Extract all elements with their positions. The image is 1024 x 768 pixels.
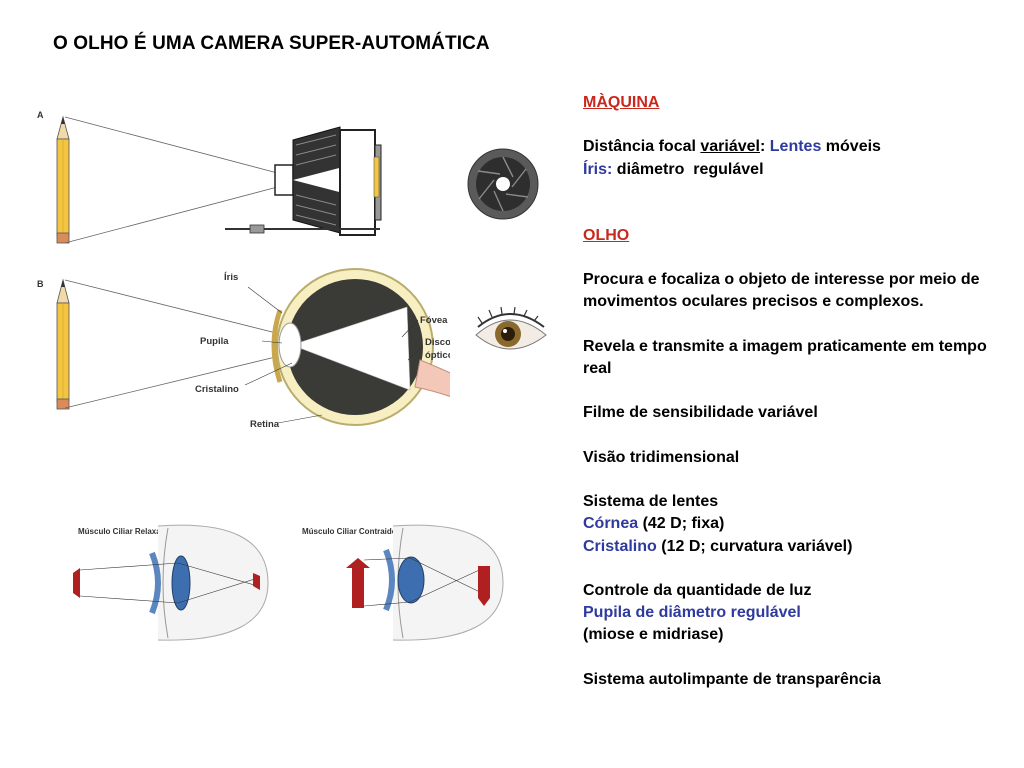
maquina-focal: Distância focal variável: Lentes móveis [583, 138, 881, 156]
camera-icon [225, 126, 382, 236]
maquina-heading: MÀQUINA [583, 94, 660, 111]
pupila-line: Pupila de diâmetro regulável [583, 604, 801, 622]
olho-p3: Filme de sensibilidade variável [583, 404, 818, 422]
aperture-icon [467, 148, 539, 220]
olho-p2: Revela e transmite a imagem praticamente… [583, 337, 987, 378]
olho-p1: Procura e focaliza o objeto de interesse… [583, 271, 980, 311]
label-a: A [37, 110, 44, 120]
miose-line: (miose e midriase) [583, 626, 724, 644]
olho-heading: OLHO [583, 226, 630, 244]
pencil-icon [56, 278, 70, 410]
label-b: B [37, 279, 44, 289]
camera-diagram: A [37, 110, 382, 244]
label-pupila: Pupila [200, 336, 229, 347]
pencil-icon [56, 115, 70, 244]
label-optico: óptico [425, 350, 450, 361]
label-disco: Disco [425, 337, 450, 348]
cristalino-line: Cristalino (12 D; curvatura variável) [583, 537, 853, 555]
label-iris: Íris [224, 272, 238, 283]
ciliary-contracted-diagram: Músculo Ciliar Contraido [302, 524, 504, 641]
olho-last: Sistema autolimpante de transparência [583, 670, 881, 688]
eye-icon [475, 306, 547, 350]
maquina-iris: Íris: diâmetro regulável [583, 160, 764, 178]
luz-title: Controle da quantidade de luz [583, 581, 812, 599]
cornea-line: Córnea (42 D; fixa) [583, 515, 725, 533]
eye-diagram: B Íris Pupila Cristalino Retina Fóvea Di… [37, 268, 450, 430]
text-panel: MÀQUINA Distância focal variável: Lentes… [583, 92, 1003, 691]
label-retina: Retina [250, 419, 280, 430]
label-cristalino: Cristalino [195, 384, 239, 395]
ciliary-relaxed-diagram: Músculo Ciliar Relaxado [73, 524, 269, 641]
olho-p4: Visão tridimensional [583, 448, 740, 466]
slide-title: O OLHO É UMA CAMERA SUPER-AUTOMÁTICA [53, 33, 490, 54]
label-ciliary-relaxed: Músculo Ciliar Relaxado [78, 527, 171, 536]
label-ciliary-contracted: Músculo Ciliar Contraido [302, 527, 397, 536]
lentes-title: Sistema de lentes [583, 492, 719, 510]
label-fovea: Fóvea [420, 315, 448, 326]
